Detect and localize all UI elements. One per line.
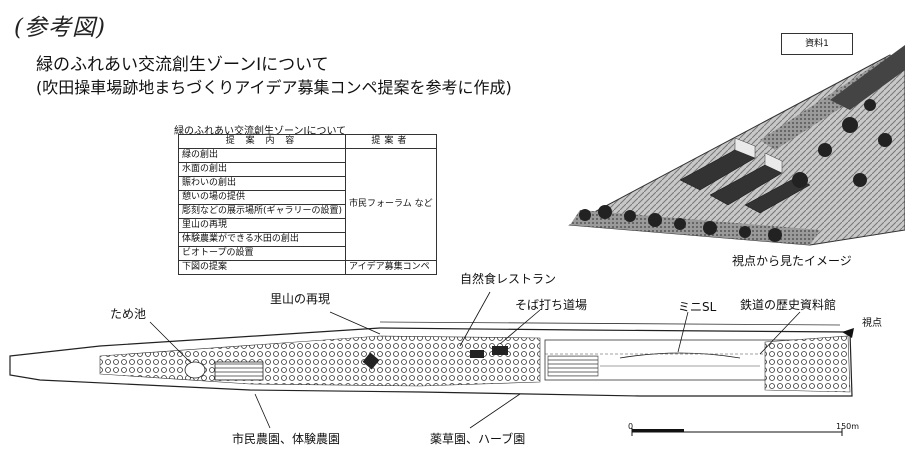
label-citizen-farms: 市民農園、体験農園 <box>232 432 341 446</box>
proposal-table: 提 案 内 容 提案者 緑の創出 市民フォーラム など 水面の創出 賑わいの創出… <box>177 134 437 275</box>
page-title: 緑のふれあい交流創生ゾーンⅠについて <box>36 55 329 75</box>
table-cell: 緑の創出 <box>177 148 347 163</box>
table-cell: 水面の創出 <box>177 162 347 177</box>
column-header-proposer: 提案者 <box>345 134 437 149</box>
table-cell: 里山の再現 <box>177 218 347 233</box>
scale-start: 0 <box>628 422 634 431</box>
table-cell: 賑わいの創出 <box>177 176 347 191</box>
label-viewpoint: 視点 <box>862 318 882 329</box>
reference-figure-label: (参考図) <box>14 15 106 41</box>
label-satoyama: 里山の再現 <box>270 292 331 306</box>
table-row: 緑の創出 市民フォーラム など <box>177 148 437 261</box>
table-cell: 体験農業ができる水田の創出 <box>177 232 347 247</box>
perspective-caption: 視点から見たイメージ <box>732 254 852 268</box>
table-header-row: 提 案 内 容 提案者 <box>177 134 437 149</box>
proposer-cell-merged: 市民フォーラム など <box>345 148 437 261</box>
label-mini-sl: ミニSL <box>678 300 717 314</box>
table-cell: ビオトープの設置 <box>177 246 347 261</box>
table-cell: 彫刻などの展示場所(ギャラリーの設置) <box>177 204 347 219</box>
table-caption: 緑のふれあい交流創生ゾーンⅠについて <box>174 126 347 137</box>
label-pond: ため池 <box>110 307 147 321</box>
proposer-cell: アイデア募集コンペ <box>345 260 437 275</box>
site-plan-map <box>9 291 854 436</box>
column-header-content: 提 案 内 容 <box>177 134 347 149</box>
label-restaurant: 自然食レストラン <box>460 272 557 286</box>
perspective-image <box>568 45 905 246</box>
label-herb-garden: 薬草園、ハーブ園 <box>430 432 526 446</box>
label-railway-museum: 鉄道の歴史資料館 <box>740 298 837 312</box>
label-soba-dojo: そば打ち道場 <box>515 298 588 312</box>
scale-end: 150m <box>836 422 860 431</box>
table-cell: 下図の提案 <box>177 260 347 275</box>
table-cell: 憩いの場の提供 <box>177 190 347 205</box>
document-badge: 資料1 <box>781 33 853 55</box>
table-row: 下図の提案 アイデア募集コンペ <box>177 260 437 275</box>
page-subtitle: (吹田操車場跡地まちづくりアイデア募集コンペ提案を参考に作成) <box>36 78 512 97</box>
